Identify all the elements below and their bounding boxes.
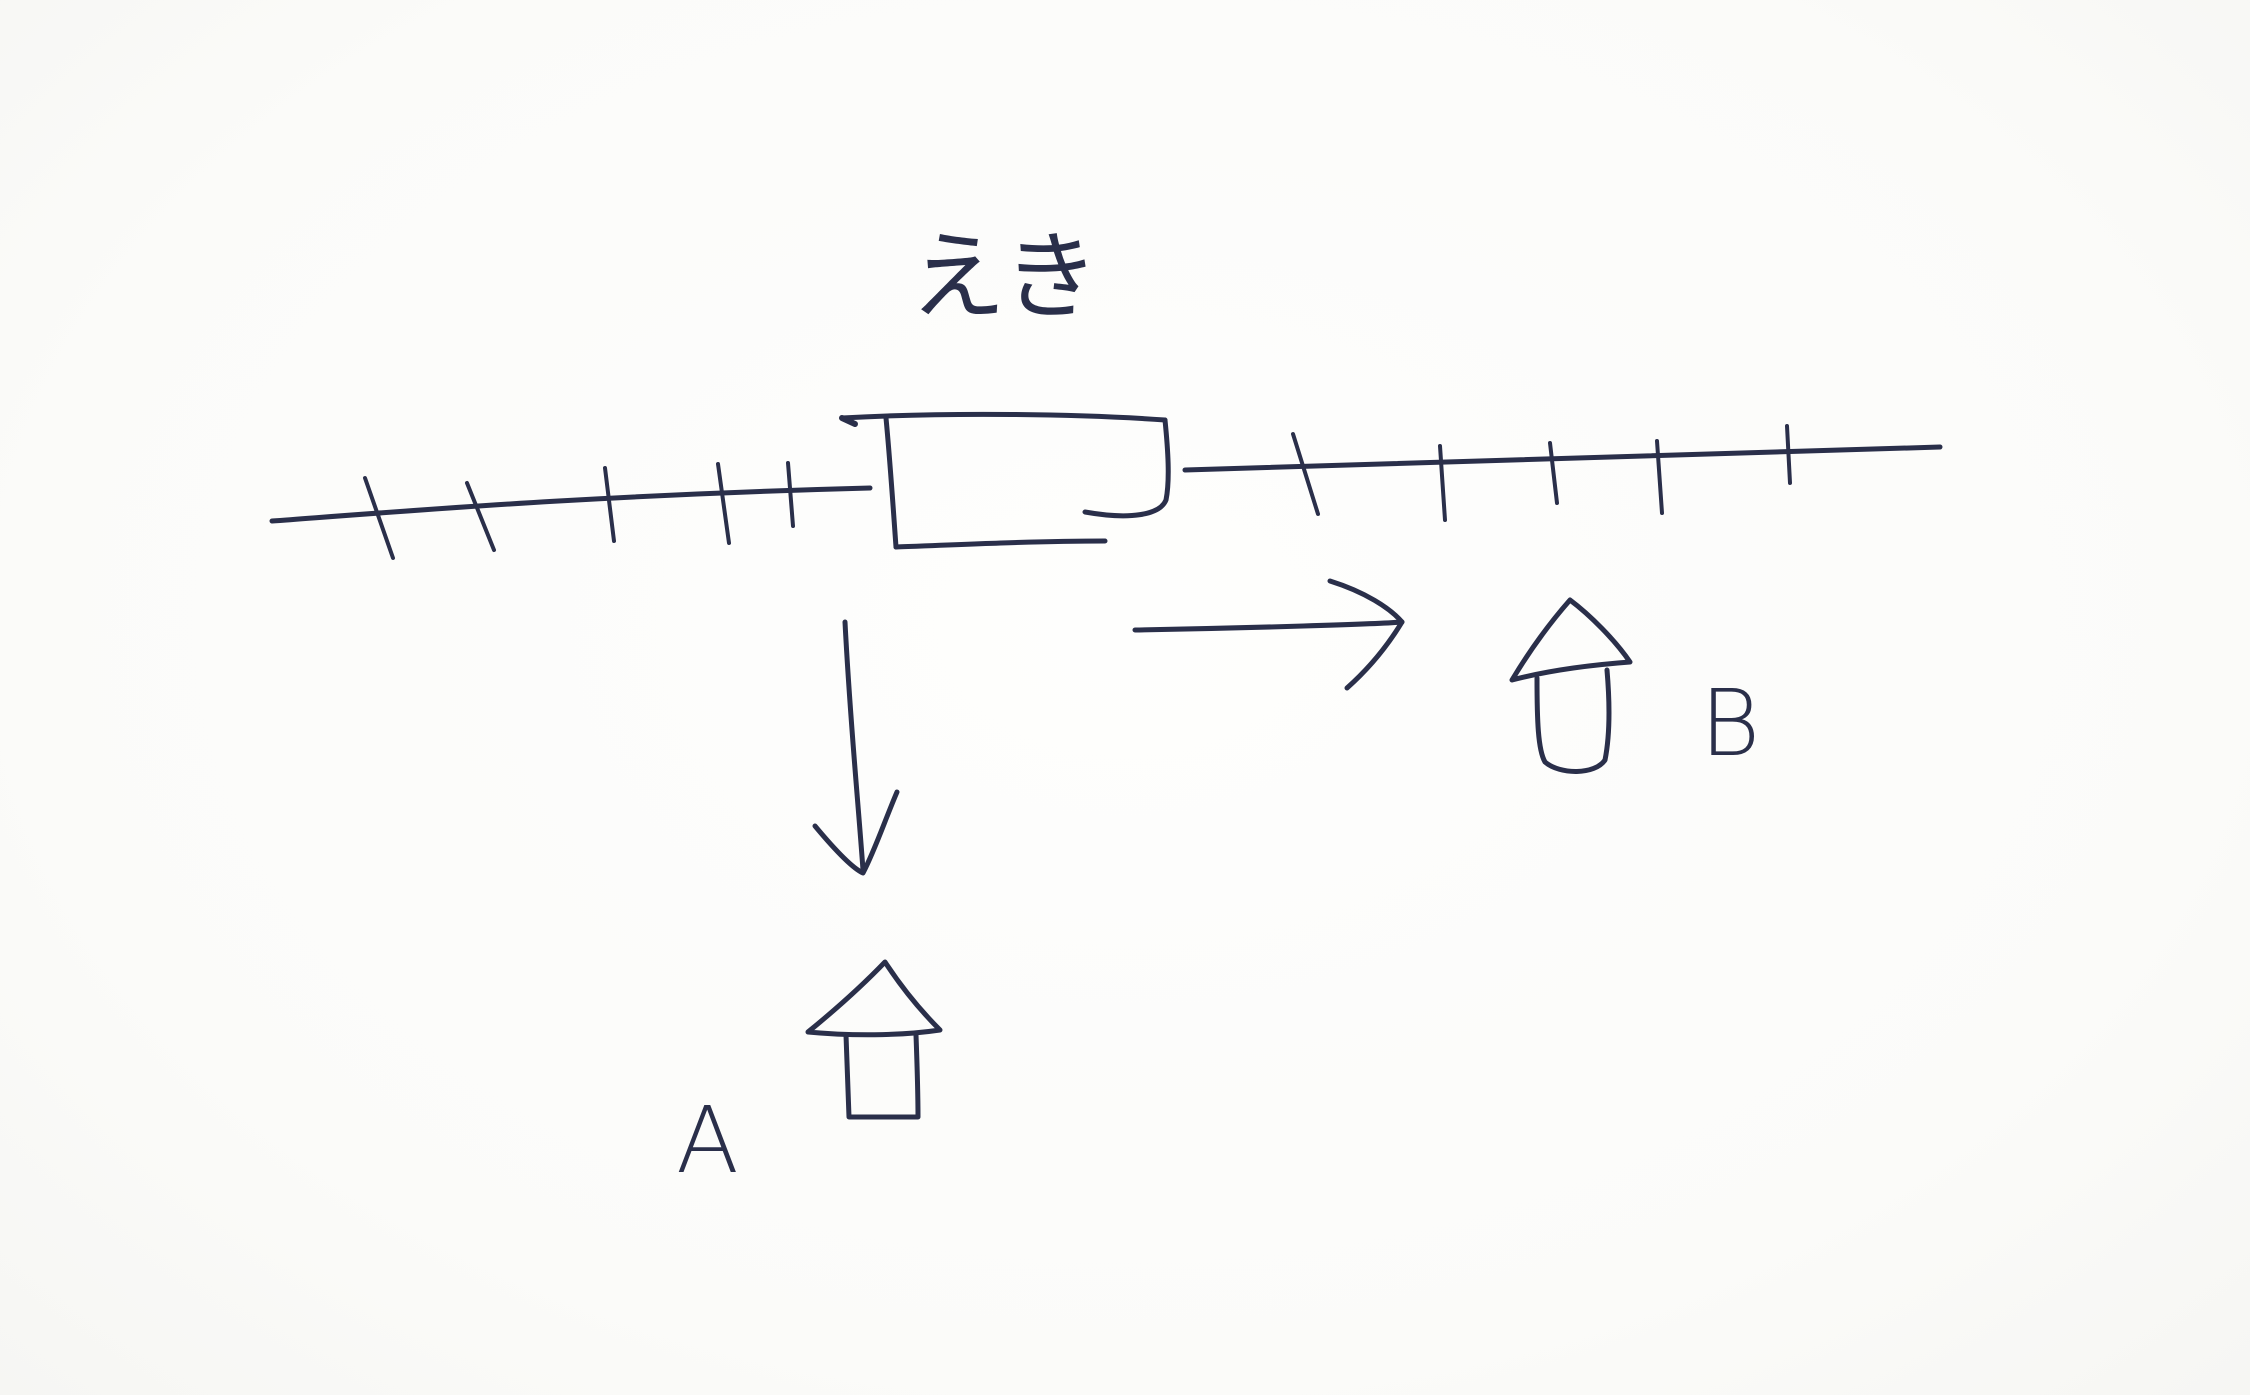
house-a-icon	[805, 959, 943, 1120]
station-box	[839, 411, 1171, 550]
house-a-label: A	[676, 1087, 739, 1194]
ink-strokes	[269, 411, 1943, 1120]
track-ticks-right	[1291, 424, 1792, 522]
arrow-shaft	[842, 619, 866, 873]
house-b-icon	[1509, 597, 1633, 774]
track-tick	[1655, 439, 1664, 515]
station-box-right	[1082, 417, 1171, 519]
track-tick	[786, 461, 795, 528]
railway-track-left	[269, 485, 873, 524]
station-box-corner-mark	[839, 415, 858, 427]
track-tick	[465, 481, 496, 552]
house-a-roof	[805, 959, 943, 1038]
track-tick	[1438, 444, 1447, 522]
arrow-head	[812, 789, 900, 876]
station-label: えき	[910, 221, 1099, 333]
track-tick	[716, 462, 731, 545]
station-box-bottom	[893, 538, 1108, 550]
track-tick	[1548, 441, 1559, 505]
track-tick	[363, 476, 395, 560]
arrow-down-to-a	[812, 619, 900, 876]
house-b-label: B	[1700, 670, 1760, 777]
track-ticks-left	[363, 461, 795, 560]
track-tick	[1291, 432, 1320, 516]
railway-track-right	[1182, 444, 1943, 473]
house-b-roof	[1509, 597, 1633, 683]
track-tick	[603, 466, 616, 543]
house-b-body	[1534, 667, 1612, 774]
arrow-head	[1327, 578, 1405, 691]
track-tick	[1785, 424, 1792, 485]
house-a-body	[843, 1032, 921, 1120]
station-box-top	[839, 411, 1168, 423]
station-box-left	[883, 415, 899, 550]
arrow-shaft	[1132, 619, 1405, 633]
arrow-right-to-b	[1132, 578, 1405, 691]
